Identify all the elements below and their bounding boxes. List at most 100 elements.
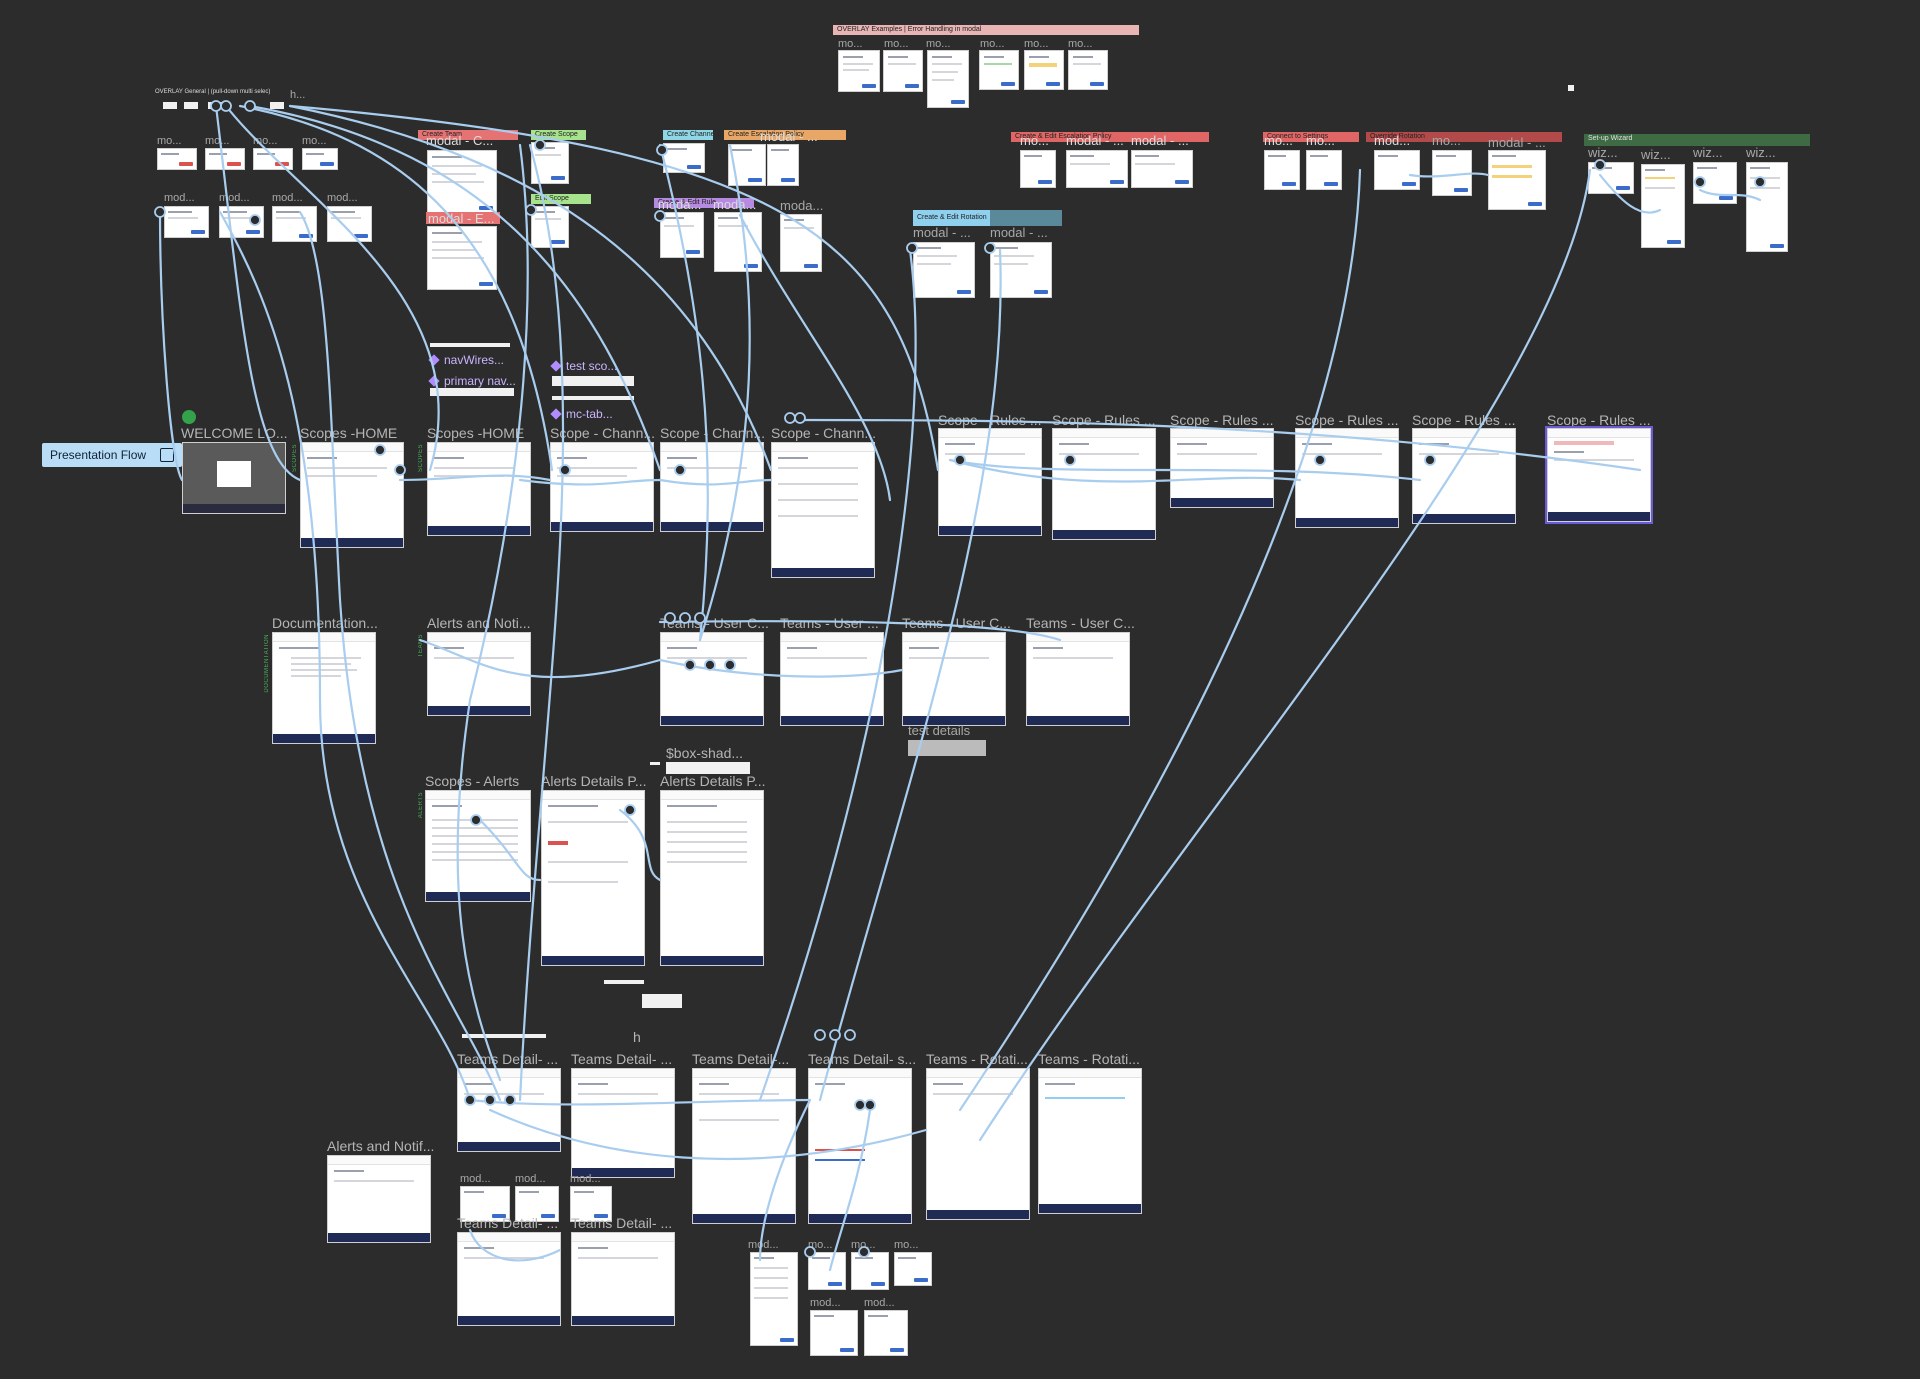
teams-detail-frame[interactable]	[571, 1232, 675, 1326]
frame-label[interactable]: Scope - Rules ...	[1412, 412, 1516, 428]
teams-detail-frame[interactable]	[457, 1068, 561, 1152]
frame-label[interactable]: mo...	[1024, 38, 1049, 50]
modal-frame[interactable]	[883, 50, 923, 92]
component-bar[interactable]	[430, 388, 514, 396]
modal-frame[interactable]	[1488, 150, 1546, 210]
frame-label[interactable]: mod...	[864, 1297, 895, 1309]
frame-label[interactable]: mod...	[460, 1173, 491, 1185]
frame-label[interactable]: mo...	[205, 135, 230, 147]
frame-label[interactable]: mod...	[748, 1239, 779, 1251]
frame-label[interactable]: modal - C...	[426, 133, 494, 148]
frame-label[interactable]: Scope - Chann...	[660, 425, 766, 441]
small-frame[interactable]	[650, 762, 660, 765]
frame-label[interactable]: modal - ...	[990, 225, 1048, 240]
frame-label[interactable]: mo...	[1264, 133, 1293, 148]
frame-label[interactable]: mo...	[851, 1239, 876, 1251]
frame-label[interactable]: Teams Detail- ...	[457, 1215, 559, 1231]
modal-frame[interactable]	[810, 1310, 858, 1356]
modal-frame[interactable]	[927, 50, 969, 108]
modal-frame[interactable]	[913, 242, 975, 298]
scope-rules-frame[interactable]	[1052, 428, 1156, 540]
modal-frame[interactable]	[327, 206, 372, 242]
frame-label[interactable]: $box-shad...	[666, 745, 744, 761]
modal-frame[interactable]	[1131, 150, 1193, 188]
scope-channel-frame[interactable]	[771, 442, 875, 578]
frame-label[interactable]: Documentation...	[272, 615, 378, 631]
modal-frame[interactable]	[864, 1310, 908, 1356]
section-override-rotation[interactable]: Override Rotation	[1366, 132, 1562, 142]
modal-frame[interactable]	[1374, 150, 1420, 190]
frame-label[interactable]: mo...	[926, 38, 951, 50]
teams-detail-frame[interactable]	[457, 1232, 561, 1326]
modal-frame[interactable]	[808, 1252, 846, 1290]
frame-label[interactable]: Teams Detail- s...	[808, 1051, 917, 1067]
section-connect-settings[interactable]: Connect to Settings	[1263, 132, 1359, 142]
frame-label[interactable]: wiz...	[1746, 145, 1776, 160]
frame-label[interactable]: Teams Detail- ...	[571, 1215, 673, 1231]
frame-label[interactable]: Scopes - Alerts	[425, 773, 520, 789]
frame-label[interactable]: wiz...	[1588, 145, 1618, 160]
frame-label[interactable]: modal - ...	[1131, 133, 1189, 148]
frame-label[interactable]: WELCOME LO...	[181, 425, 288, 441]
modal-frame[interactable]	[660, 212, 704, 258]
frame-label[interactable]: Alerts Details P...	[660, 773, 766, 789]
frame-label[interactable]: mo...	[157, 135, 182, 147]
teams-user-frame[interactable]	[660, 632, 764, 726]
section-create-channel[interactable]: Create Channel	[663, 130, 713, 140]
component-bar[interactable]	[552, 376, 634, 386]
alerts-notifications-frame[interactable]	[327, 1155, 431, 1243]
frame-label[interactable]: Scope - Rules ...	[1295, 412, 1399, 428]
small-frame[interactable]	[270, 102, 284, 109]
frame-label[interactable]: modal - E...	[428, 211, 495, 226]
modal-frame[interactable]	[164, 206, 209, 238]
modal-frame[interactable]	[979, 50, 1019, 90]
teams-user-frame[interactable]	[902, 632, 1006, 726]
modal-frame[interactable]	[750, 1252, 798, 1346]
frame-label[interactable]: mod...	[515, 1173, 546, 1185]
modal-frame[interactable]	[205, 148, 245, 170]
section-create-scope[interactable]: Create Scope	[531, 130, 586, 140]
frame-label[interactable]: Alerts and Noti...	[427, 615, 531, 631]
documentation-frame[interactable]	[272, 632, 376, 744]
frame-label[interactable]: mo...	[980, 38, 1005, 50]
frame-label[interactable]: Scope - Chann...	[550, 425, 656, 441]
modal-frame[interactable]	[1066, 150, 1128, 188]
frame-label[interactable]: mo...	[894, 1239, 919, 1251]
frame-label[interactable]: modal - ...	[913, 225, 971, 240]
modal-frame[interactable]	[1020, 150, 1056, 188]
frame-label[interactable]: Teams - User C...	[1026, 615, 1135, 631]
nav-wires-component[interactable]: navWires...	[428, 353, 504, 367]
scopes-alerts-frame[interactable]	[425, 790, 531, 902]
scope-channel-frame[interactable]	[550, 442, 654, 532]
section-create-team-2[interactable]	[426, 212, 500, 224]
frame-label[interactable]: mo...	[838, 38, 863, 50]
teams-user-frame[interactable]	[780, 632, 884, 726]
modal-frame[interactable]	[570, 1186, 612, 1222]
frame-label[interactable]: moda...	[780, 198, 824, 213]
presentation-flow-button[interactable]: Presentation Flow	[42, 443, 182, 467]
frame-label[interactable]: moda...	[713, 197, 757, 212]
component-bar[interactable]	[552, 396, 634, 400]
modal-frame[interactable]	[157, 148, 197, 170]
modal-frame[interactable]	[767, 144, 799, 186]
frame-label[interactable]: mo...	[884, 38, 909, 50]
component-bar[interactable]	[462, 1034, 546, 1038]
modal-frame[interactable]	[302, 148, 338, 170]
small-marker[interactable]	[1568, 85, 1574, 91]
frame-label[interactable]: Teams - Rotati...	[926, 1051, 1028, 1067]
frame-label[interactable]: mo...	[1306, 133, 1335, 148]
mc-tab-component[interactable]: mc-tab...	[550, 407, 613, 421]
frame-label[interactable]: Teams - Rotati...	[1038, 1051, 1140, 1067]
frame-label[interactable]: mod...	[164, 192, 195, 204]
frame-label[interactable]: modal - ...	[1066, 133, 1124, 148]
section-create-team[interactable]: Create Team	[418, 130, 518, 140]
modal-frame[interactable]	[838, 50, 880, 92]
teams-detail-frame[interactable]	[571, 1068, 675, 1178]
modal-frame[interactable]	[515, 1186, 559, 1222]
modal-frame[interactable]	[1024, 50, 1064, 90]
section-setup-wizard[interactable]: Set-up Wizard	[1584, 134, 1810, 146]
frame-label[interactable]: Scope - Rules ...	[1547, 412, 1651, 428]
frame-label[interactable]: mod...	[570, 1173, 601, 1185]
section-edit-scope[interactable]: Edit Scope	[531, 194, 591, 204]
modal-frame[interactable]	[460, 1186, 510, 1222]
